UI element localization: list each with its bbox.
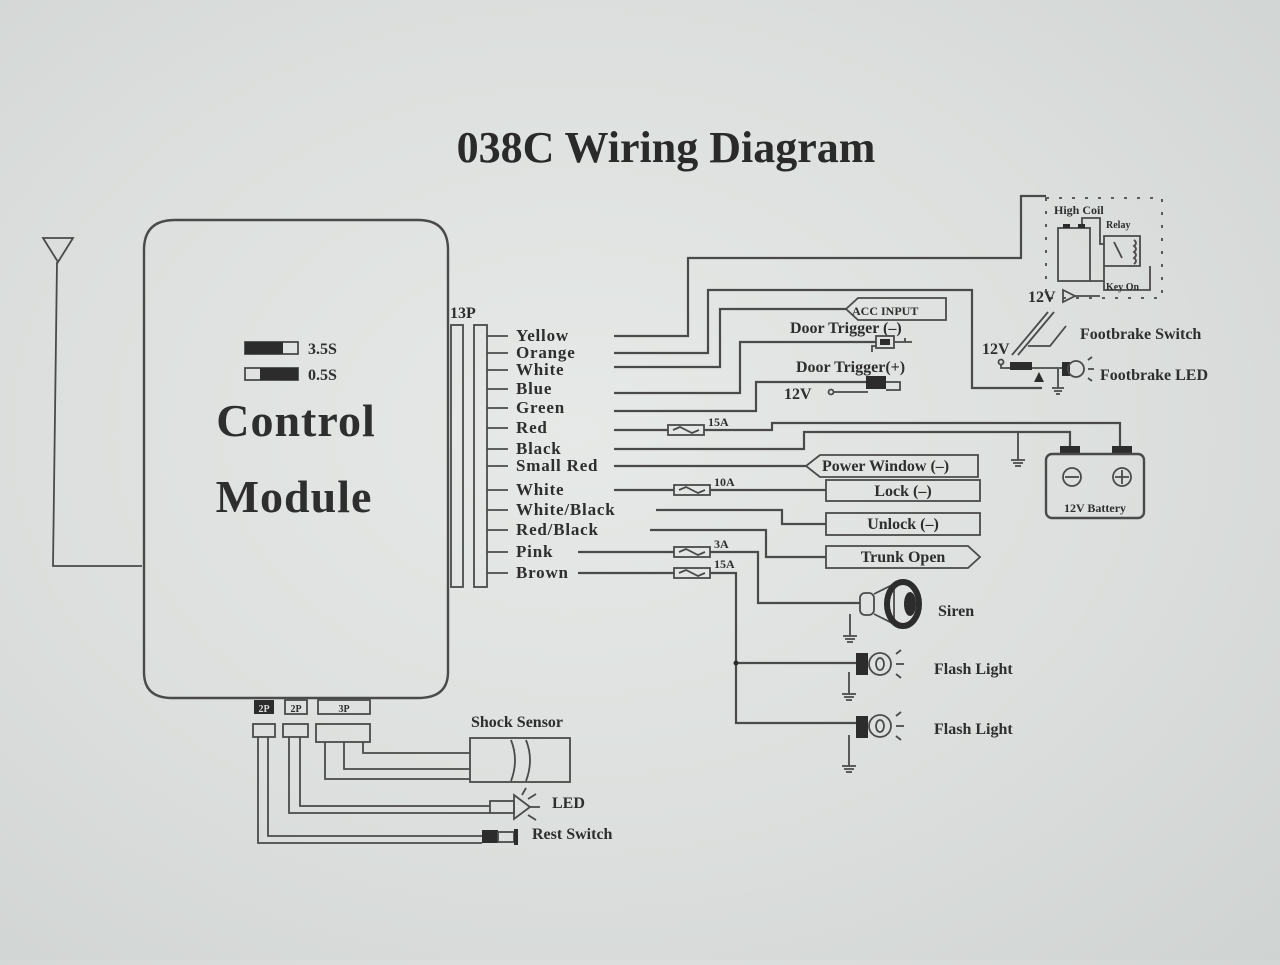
- door-trigger-neg-label: Door Trigger (–): [790, 320, 902, 337]
- wire-red-black: [650, 528, 826, 559]
- wire-label: Green: [516, 398, 565, 417]
- switch-label-3-5s: 3.5S: [308, 341, 337, 358]
- flash-light-1-label: Flash Light: [934, 661, 1013, 678]
- wire-label: Red/Black: [516, 520, 599, 539]
- wire-green: [614, 380, 866, 413]
- wire-label: Black: [516, 439, 562, 458]
- wire-label: White/Black: [516, 500, 615, 519]
- fuse-white-label: 10A: [714, 475, 735, 489]
- connector-2p-1-label: 2P: [258, 704, 269, 715]
- wire-label: Pink: [516, 542, 553, 561]
- shock-sensor-label: Shock Sensor: [471, 714, 563, 731]
- power-window-output: Power Window (–): [804, 454, 979, 478]
- connector-3p: [317, 699, 371, 715]
- acc-input-label: ACC INPUT: [852, 304, 918, 318]
- lock-label: Lock (–): [874, 483, 931, 500]
- siren-label: Siren: [938, 603, 974, 620]
- connector-label-13p: 13P: [450, 305, 476, 322]
- battery-12v: 12V Battery: [1044, 446, 1146, 520]
- wire-yellow: [614, 194, 1046, 338]
- shock-sensor-icon: [469, 737, 571, 783]
- siren-icon: [843, 579, 922, 643]
- diagram-title: 038C Wiring Diagram: [457, 123, 876, 172]
- switch-label-0-5s: 0.5S: [308, 367, 337, 384]
- wire-label: White: [516, 480, 564, 499]
- power-window-label: Power Window (–): [822, 458, 949, 475]
- led-label: LED: [552, 795, 585, 812]
- connector-2p-1: [254, 700, 274, 714]
- footbrake-switch: [997, 311, 1067, 382]
- flash-light-2-icon: [842, 711, 904, 773]
- footbrake-12v-label: 12V: [982, 341, 1010, 358]
- fuse-15a-brown: [673, 567, 711, 579]
- wire-white-black: [656, 508, 826, 526]
- fuse-red-label: 15A: [708, 415, 729, 429]
- battery-label: 12V Battery: [1064, 501, 1126, 515]
- acc-input-connector: ACC INPUT: [844, 297, 947, 321]
- wire-label: Orange: [516, 343, 576, 362]
- high-coil-label: High Coil: [1054, 203, 1104, 217]
- wire-label: Yellow: [516, 326, 569, 345]
- fuse-10a: [673, 484, 711, 496]
- unlock-label: Unlock (–): [867, 516, 939, 533]
- flash-light-1-icon: [842, 649, 904, 701]
- fuse-3a: [673, 546, 711, 558]
- control-module: 3.5S 0.5S Control Module: [142, 218, 450, 700]
- door-trigger-pos-label: Door Trigger(+): [796, 359, 905, 376]
- door-trigger-pos-connector: [827, 376, 901, 396]
- dip-switch-0-5s: [244, 367, 299, 381]
- dip-switch-3-5s: [244, 341, 299, 355]
- fuse-brown-label: 15A: [714, 557, 735, 571]
- connector-3p-label: 3P: [338, 704, 349, 715]
- wire-label: Small Red: [516, 456, 598, 475]
- main-connector-13p: 13P: [450, 305, 488, 588]
- module-label-line1: Control: [216, 395, 376, 446]
- connector-2p-2: [284, 699, 308, 715]
- door-12v-label: 12V: [784, 386, 812, 403]
- wire-white-acc: [614, 307, 846, 369]
- wire-blue: [614, 340, 876, 395]
- led-icon: [489, 787, 540, 821]
- battery-negative-icon: [1062, 467, 1082, 487]
- fuse-pink-label: 3A: [714, 537, 729, 551]
- ground-icon: [1011, 432, 1025, 467]
- module-label-line2: Module: [216, 471, 373, 522]
- wire-orange: [614, 288, 1042, 390]
- door-trigger-neg-connector: [871, 335, 912, 352]
- wire-label: Red: [516, 418, 548, 437]
- trunk-open-output: Trunk Open: [825, 545, 982, 569]
- lock-output: Lock (–): [825, 479, 981, 502]
- bottom-connectors: 2P 2P 3P: [252, 699, 371, 743]
- connector-2p-2-label: 2P: [290, 704, 301, 715]
- footbrake-led-label: Footbrake LED: [1100, 367, 1208, 384]
- trunk-open-label: Trunk Open: [861, 549, 946, 566]
- fuse-15a-red: [667, 424, 705, 436]
- footbrake-led-icon: [1052, 356, 1094, 395]
- flash-light-2-label: Flash Light: [934, 721, 1013, 738]
- unlock-output: Unlock (–): [825, 512, 981, 536]
- relay-label: Relay: [1106, 220, 1130, 231]
- reset-switch-label: Rest Switch: [532, 826, 613, 843]
- footbrake-switch-label: Footbrake Switch: [1080, 326, 1201, 343]
- wire-labels: YellowOrangeWhiteBlueGreenRedBlackSmall …: [487, 326, 615, 582]
- reset-switch-icon: [482, 829, 518, 845]
- ignition-relay-block: High Coil Relay Key On 12V: [1028, 197, 1163, 306]
- antenna-icon: [41, 237, 142, 567]
- key-on-label: Key On: [1106, 282, 1139, 293]
- wire-black: [614, 430, 1072, 451]
- battery-positive-icon: [1112, 467, 1132, 487]
- relay-12v-label: 12V: [1028, 289, 1056, 306]
- wire-label: White: [516, 360, 564, 379]
- wire-label: Brown: [516, 563, 569, 582]
- wire-label: Blue: [516, 379, 552, 398]
